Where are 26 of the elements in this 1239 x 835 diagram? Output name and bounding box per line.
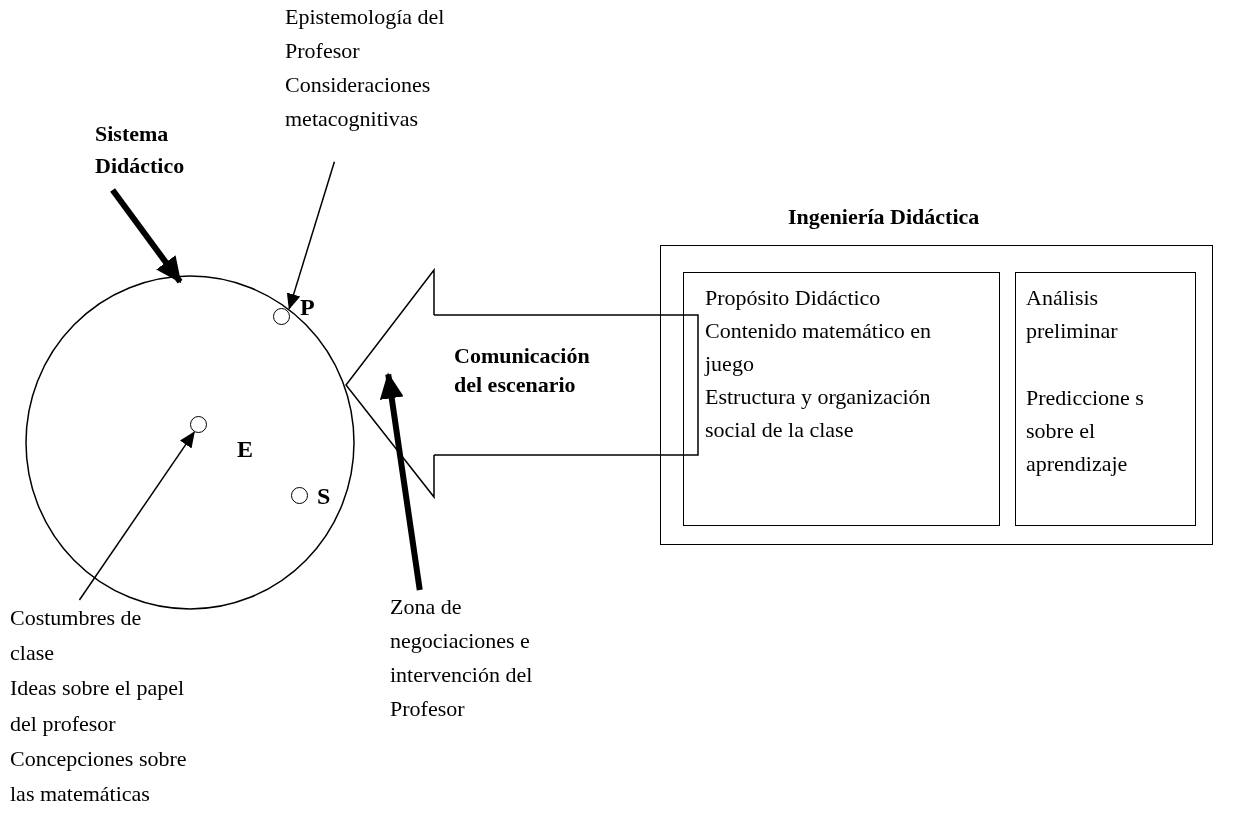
annotation-text: Consideraciones metacognitivas <box>285 71 432 134</box>
annotation-text: Ideas sobre el papel del profesor <box>10 674 186 738</box>
annotation-text: Zona de negociaciones e intervención del Profesor <box>390 593 534 724</box>
small-circle <box>273 308 290 325</box>
channel-label: Comunicación del escenario <box>454 342 591 399</box>
annotation-text: Epistemología del Profesor <box>285 3 446 66</box>
content-box <box>683 272 1000 526</box>
list-item: Análisis preliminar <box>1026 284 1119 345</box>
list-item: Prediccione s sobre el aprendizaje <box>1026 384 1145 478</box>
arrow <box>78 431 195 601</box>
element-label: P <box>300 295 315 319</box>
content-box <box>1015 272 1196 526</box>
arrow <box>286 160 336 310</box>
section-label: Sistema Didáctico <box>95 120 186 180</box>
box-heading: Ingeniería Didáctica <box>788 203 981 231</box>
element-label: E <box>237 437 253 461</box>
annotation-text: Costumbres de clase <box>10 604 143 668</box>
small-circle <box>190 416 207 433</box>
list-item: Contenido matemático en juego <box>705 317 933 378</box>
element-label: S <box>317 484 331 508</box>
small-circle <box>291 487 308 504</box>
thick-arrow <box>110 188 183 284</box>
list-item: Propósito Didáctico <box>705 284 882 312</box>
list-item: Estructura y organización social de la clase <box>705 383 932 444</box>
thick-arrow <box>379 372 423 591</box>
annotation-text: Concepciones sobre las matemáticas <box>10 744 188 808</box>
